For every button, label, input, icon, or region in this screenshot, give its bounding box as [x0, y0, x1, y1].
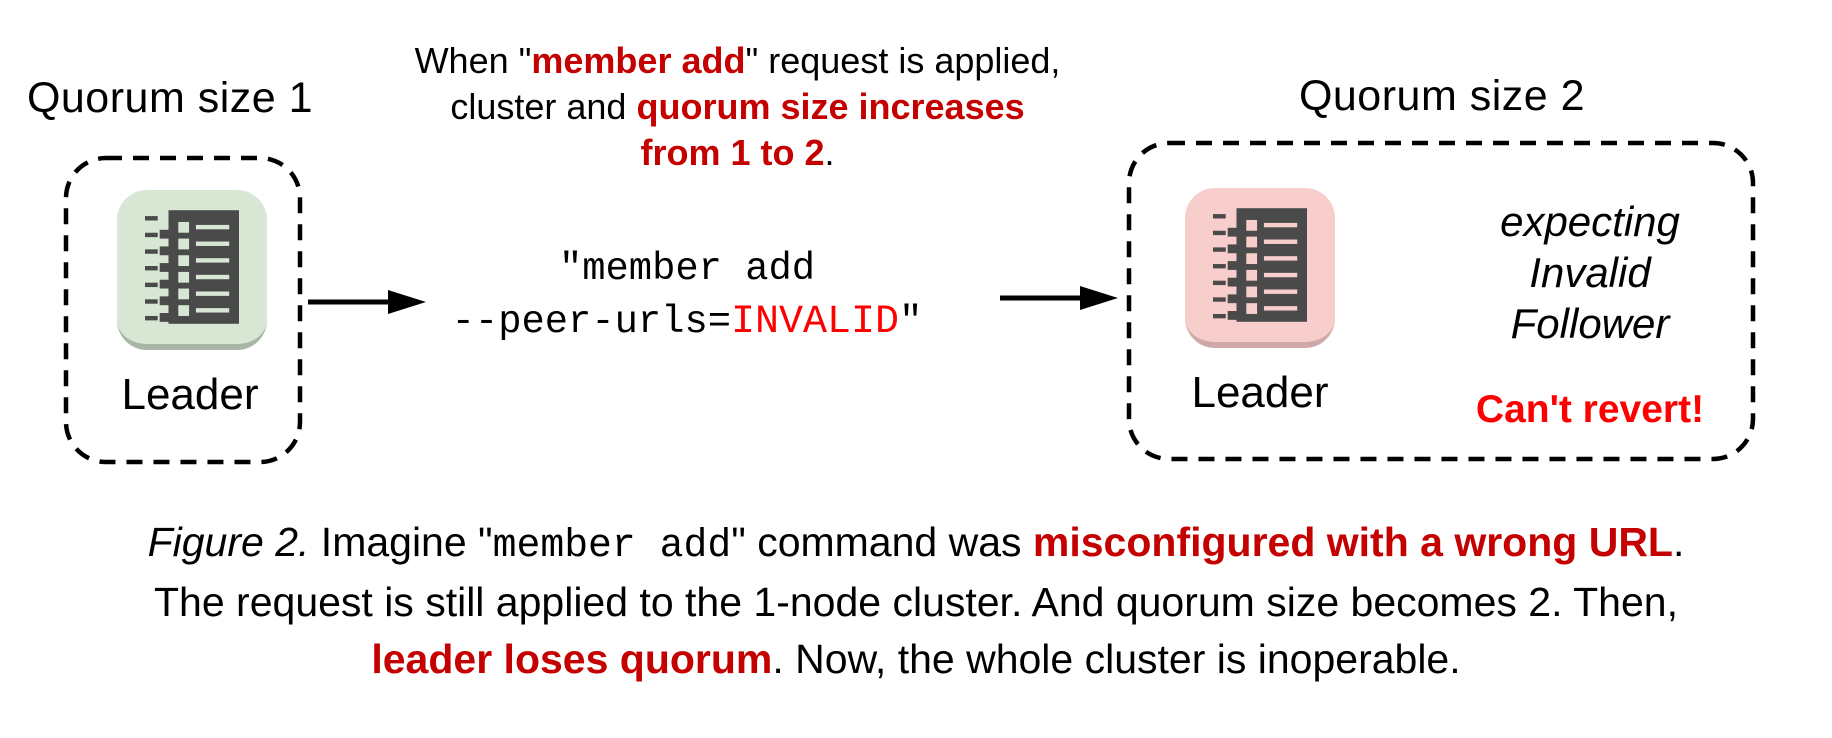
text-segment: "member add — [558, 247, 816, 291]
text-segment: misconfigured with a wrong URL — [1032, 519, 1673, 565]
right-cluster-title: Quorum size 2 — [1298, 72, 1586, 120]
annotation-line: from 1 to 2. — [385, 130, 1090, 176]
text-segment: INVALID — [731, 300, 900, 345]
text-segment: Imagine " — [309, 519, 493, 565]
etcd-server-icon — [1213, 208, 1307, 322]
text-segment: . — [1672, 519, 1685, 565]
text-segment: . — [824, 132, 835, 173]
expecting-line: Invalid — [1529, 249, 1651, 296]
caption-line: Figure 2. Imagine "member add" command w… — [0, 514, 1832, 574]
text-segment: The request is still applied to the 1-no… — [154, 579, 1678, 625]
command-line: --peer-urls=INVALID" — [387, 296, 987, 349]
etcd-server-icon — [145, 210, 239, 324]
text-segment: member add — [531, 40, 746, 81]
text-segment: When " — [414, 40, 532, 81]
annotation-line: cluster and quorum size increases — [385, 84, 1090, 130]
expecting-invalid-follower-note: expecting Invalid Follower — [1435, 196, 1745, 349]
right-cluster-boundary — [1126, 140, 1756, 462]
annotation-line: When "member add" request is applied, — [385, 38, 1090, 84]
left-cluster-boundary — [63, 155, 303, 465]
caption-line: The request is still applied to the 1-no… — [0, 574, 1832, 631]
member-add-annotation: When "member add" request is applied, cl… — [385, 38, 1090, 176]
text-segment: . Now, the whole cluster is inoperable. — [772, 636, 1461, 682]
text-segment: " — [899, 300, 923, 344]
text-segment: member add — [492, 523, 732, 568]
figure-caption: Figure 2. Imagine "member add" command w… — [0, 514, 1832, 688]
cant-revert-warning: Can't revert! — [1475, 388, 1705, 431]
text-segment: cluster and — [450, 86, 637, 127]
leader-label-right: Leader — [1191, 368, 1329, 417]
text-segment: Figure 2. — [147, 519, 310, 565]
text-segment: " request is applied, — [745, 40, 1061, 81]
text-segment: --peer-urls= — [451, 300, 732, 344]
command-line: "member add — [387, 243, 987, 296]
text-segment: leader loses quorum — [371, 636, 773, 682]
expecting-line: Follower — [1510, 300, 1670, 347]
text-segment: quorum size increases — [636, 86, 1025, 127]
leader-node-right — [1185, 188, 1335, 348]
leader-node-left — [117, 190, 267, 350]
arrow-right-icon — [1000, 284, 1120, 312]
text-segment: " command was — [731, 519, 1033, 565]
expecting-line: expecting — [1500, 198, 1680, 245]
leader-label-left: Leader — [121, 370, 259, 419]
caption-line: leader loses quorum. Now, the whole clus… — [0, 631, 1832, 688]
left-cluster-title: Quorum size 1 — [26, 74, 314, 122]
member-add-command: "member add --peer-urls=INVALID" — [387, 243, 987, 349]
text-segment: from 1 to 2 — [640, 132, 825, 173]
arrow-left-icon — [308, 288, 428, 316]
